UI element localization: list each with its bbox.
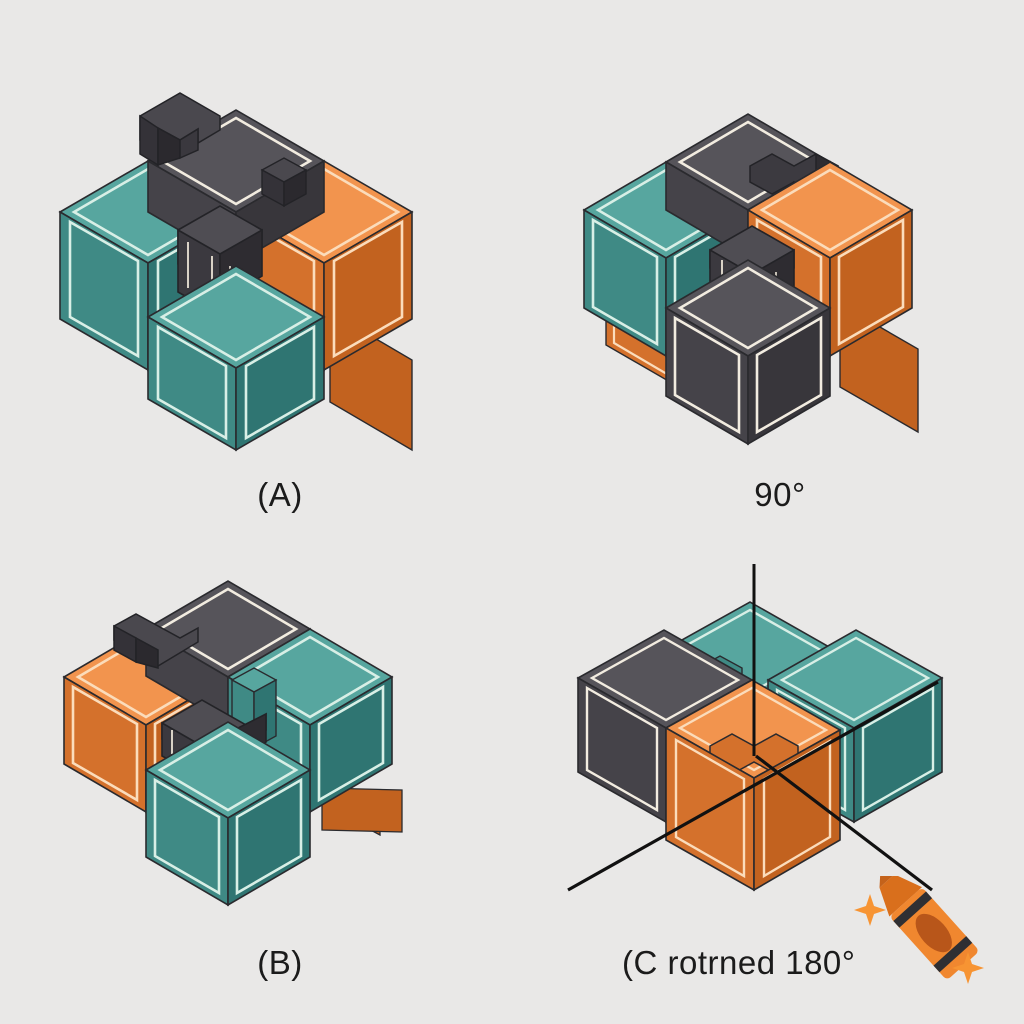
cube-front-gray-90 [664, 259, 832, 446]
diagonal-axis-up-right [567, 680, 939, 892]
figure-c-panel [560, 560, 980, 930]
figure-a-panel [40, 30, 520, 460]
figure-c-caption: (C rotrned 180° [622, 944, 856, 981]
figure-a-illustration [58, 92, 414, 452]
cube-front-teal-b [144, 721, 312, 907]
notch-block-upper-b [113, 613, 199, 669]
figure-b-panel [50, 580, 510, 930]
crayon-icon [854, 873, 984, 984]
notch-peg-right-a [260, 157, 308, 208]
crayon-decoration [848, 873, 998, 1006]
sparkle-icon-2 [952, 952, 984, 984]
figure-b-caption: (B) [257, 944, 303, 981]
figure-b-illustration [62, 580, 403, 907]
figure-90-panel [580, 60, 1000, 450]
figure-90-caption: 90° [754, 476, 806, 513]
sparkle-icon-1 [854, 894, 886, 926]
figure-a-caption: (A) [257, 476, 303, 513]
figure-c-illustration [567, 564, 944, 892]
figure-90-illustration [582, 113, 919, 446]
notch-block-upper-a [139, 92, 221, 167]
cube-front-teal-a [146, 265, 326, 452]
diagonal-axis-down-right [755, 754, 933, 892]
